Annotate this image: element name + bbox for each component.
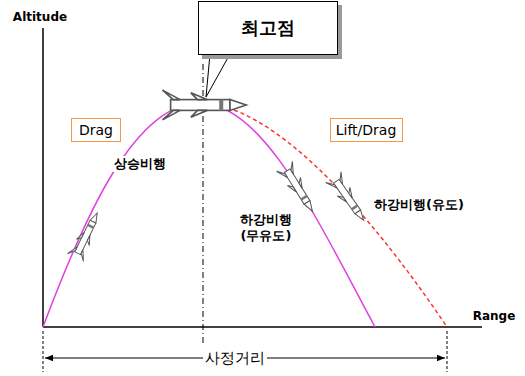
- callout-box: 최고점: [198, 1, 338, 55]
- axis-title: Altitude: [11, 10, 69, 24]
- missile-unguided: [277, 161, 321, 216]
- missile-guided: [326, 172, 372, 226]
- guided-trajectory: [200, 103, 447, 327]
- y-axis: [42, 28, 44, 327]
- range-tick: [447, 331, 448, 372]
- phase-label: 상승비행: [112, 156, 168, 172]
- phase-label: 하강비행 (무유도): [232, 212, 300, 243]
- range-tick: [43, 331, 44, 372]
- x-axis: [43, 326, 482, 328]
- missile-apex: [163, 90, 247, 120]
- box-text: Lift/Drag: [336, 122, 397, 138]
- box-text: 최고점: [241, 16, 295, 40]
- dimension-label: 사정거리: [203, 349, 267, 367]
- callout-tail: [206, 54, 230, 97]
- force-box: Drag: [71, 118, 121, 142]
- box-text: Drag: [79, 122, 113, 138]
- missile-ascending: [68, 209, 106, 261]
- phase-label: 하강비행(유도): [372, 197, 466, 213]
- unguided-trajectory: [43, 103, 375, 327]
- force-box: Lift/Drag: [330, 118, 403, 142]
- axis-title: Range: [471, 309, 518, 323]
